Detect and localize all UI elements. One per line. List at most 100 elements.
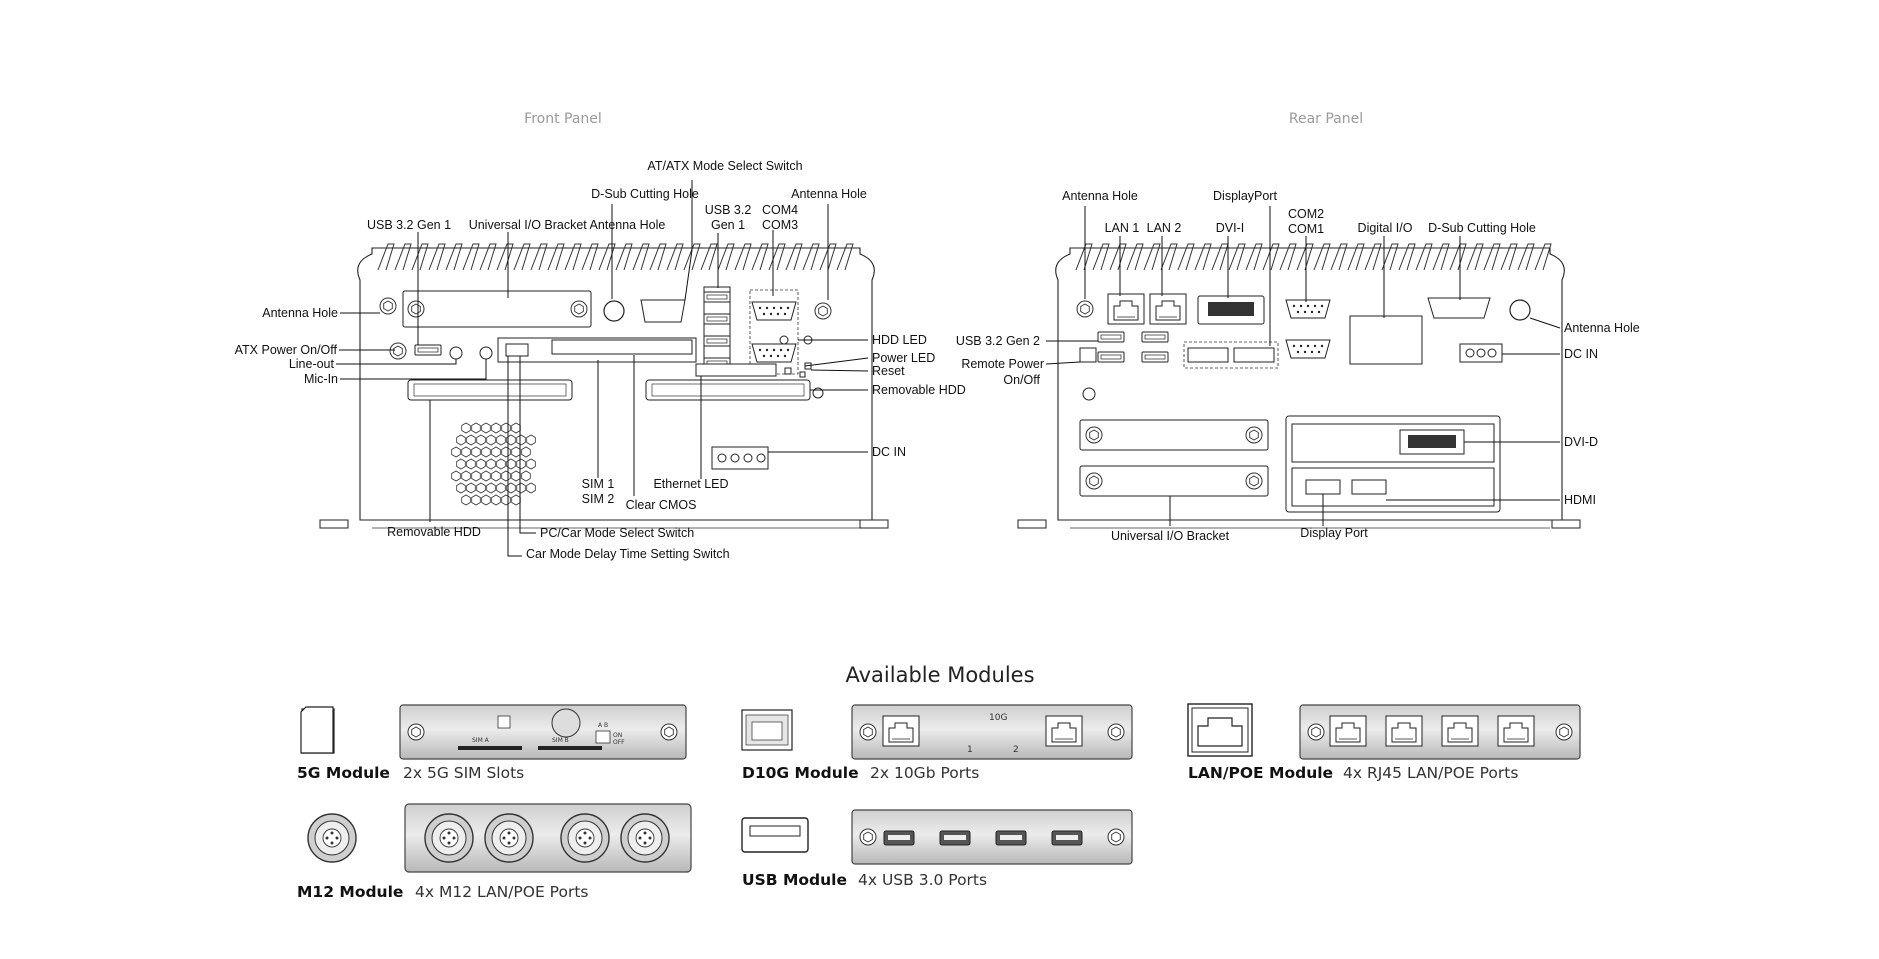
vent-hole	[461, 446, 471, 458]
vent-hole	[511, 446, 521, 458]
front-dsub-cutting-hole	[640, 299, 686, 323]
rear-panel-title: Rear Panel	[1289, 111, 1363, 127]
heatsink-fin	[1245, 243, 1263, 271]
front-antenna-hole-right-icon	[814, 302, 832, 320]
rear-label-lan1: LAN 1	[1105, 221, 1140, 235]
front-label-power-led: Power LED	[872, 351, 935, 365]
heatsink-fin	[1075, 243, 1093, 271]
module-d10g-port1-label: 1	[967, 745, 973, 755]
heatsink-fin	[785, 243, 803, 271]
vent-hole	[466, 482, 476, 494]
heatsink-fin	[700, 243, 718, 271]
heatsink-fin	[530, 243, 548, 271]
heatsink-fin	[819, 243, 837, 271]
vent-hole	[521, 446, 531, 458]
rear-antenna-hole-left-icon	[1076, 300, 1094, 318]
front-vent-pattern	[451, 422, 536, 506]
heatsink-fin	[1109, 243, 1127, 271]
sim-card-icon	[300, 706, 334, 754]
rear-label-dc-in: DC IN	[1564, 347, 1598, 361]
heatsink-fin	[802, 243, 820, 271]
rear-com1-port	[1285, 339, 1331, 359]
front-label-gen1: Gen 1	[711, 218, 745, 232]
front-antenna-hole-left-icon	[379, 297, 397, 315]
front-universal-io-bracket	[402, 290, 592, 328]
heatsink-fin	[1449, 243, 1467, 271]
vent-hole	[471, 422, 481, 434]
heatsink-fin	[836, 243, 854, 271]
front-bracket-antenna-hole-icon	[603, 300, 625, 322]
rear-hdmi-port	[1351, 479, 1387, 495]
front-dip-switch	[505, 343, 529, 357]
rear-chassis-outline	[1055, 247, 1565, 521]
rear-label-com2: COM2	[1288, 207, 1324, 221]
heatsink-fin	[768, 243, 786, 271]
vent-hole	[461, 422, 471, 434]
rear-panel-labels: Antenna Hole DisplayPort LAN 1 LAN 2 DVI…	[956, 189, 1640, 543]
front-label-hdd-led: HDD LED	[872, 333, 927, 347]
heatsink-fin	[411, 243, 429, 271]
heatsink-fin	[1143, 243, 1161, 271]
module-5g-name: 5G Module	[297, 764, 390, 782]
module-5g: SIM A SIM B A B ON OFF 5G Module 2x 5G S…	[297, 704, 687, 782]
rear-dsub-cutting-hole	[1427, 297, 1491, 319]
front-label-sim1: SIM 1	[582, 477, 615, 491]
rear-label-dvi-d: DVI-D	[1564, 435, 1598, 449]
module-5g-switch-on: ON	[613, 732, 622, 739]
module-usb-desc: 4x USB 3.0 Ports	[858, 871, 987, 889]
front-label-pc-car-mode: PC/Car Mode Select Switch	[540, 526, 694, 540]
module-5g-desc: 2x 5G SIM Slots	[403, 764, 524, 782]
heatsink-fin	[1177, 243, 1195, 271]
heatsink-fin	[513, 243, 531, 271]
vent-hole	[456, 458, 466, 470]
heatsink-fin	[462, 243, 480, 271]
front-com3-port	[751, 343, 797, 363]
heatsink-fin	[1347, 243, 1365, 271]
module-usb-plate	[851, 809, 1133, 865]
vent-hole	[491, 446, 501, 458]
vent-hole	[511, 422, 521, 434]
front-label-usb32: USB 3.2	[705, 203, 752, 217]
vent-hole	[456, 482, 466, 494]
heatsink-fin	[1364, 243, 1382, 271]
front-label-line-out: Line-out	[289, 357, 335, 371]
heatsink-fin	[496, 243, 514, 271]
m12-connector-icon	[307, 813, 357, 863]
front-foot-left	[319, 519, 349, 529]
vent-hole	[526, 458, 536, 470]
vent-hole	[516, 482, 526, 494]
heatsink-fin	[683, 243, 701, 271]
vent-hole	[486, 482, 496, 494]
heatsink-fin	[1296, 243, 1314, 271]
vent-hole	[461, 470, 471, 482]
heatsink-fin	[1279, 243, 1297, 271]
vent-hole	[471, 446, 481, 458]
heatsink-fin	[666, 243, 684, 271]
rear-digital-io-block	[1349, 315, 1423, 365]
rear-label-usb32-gen2: USB 3.2 Gen 2	[956, 334, 1040, 348]
vent-hole	[496, 482, 506, 494]
heatsink-fin	[1092, 243, 1110, 271]
module-5g-sim-a-label: SIM A	[472, 737, 490, 744]
module-usb-name: USB Module	[742, 871, 847, 889]
front-foot-right	[859, 519, 889, 529]
modules-section-title: Available Modules	[845, 663, 1034, 687]
rear-com2-port	[1285, 299, 1331, 319]
rear-label-dsub-cutting-hole: D-Sub Cutting Hole	[1428, 221, 1536, 235]
front-label-antenna-hole-left: Antenna Hole	[262, 306, 338, 320]
front-label-antenna-hole-right: Antenna Hole	[791, 187, 867, 201]
heatsink-fin	[1500, 243, 1518, 271]
front-label-usb32-gen1-left: USB 3.2 Gen 1	[367, 218, 451, 232]
rear-antenna-hole-right-icon	[1509, 299, 1531, 321]
front-com4-port	[751, 301, 797, 321]
heatsink-fin	[734, 243, 752, 271]
rear-label-antenna-hole-left: Antenna Hole	[1062, 189, 1138, 203]
front-removable-hdd-left	[407, 379, 573, 401]
front-label-reset: Reset	[872, 364, 905, 378]
vent-hole	[466, 458, 476, 470]
front-dc-in-terminal	[711, 446, 769, 470]
rear-lan1-port	[1107, 293, 1145, 325]
heatsink-fin	[717, 243, 735, 271]
vent-hole	[516, 434, 526, 446]
